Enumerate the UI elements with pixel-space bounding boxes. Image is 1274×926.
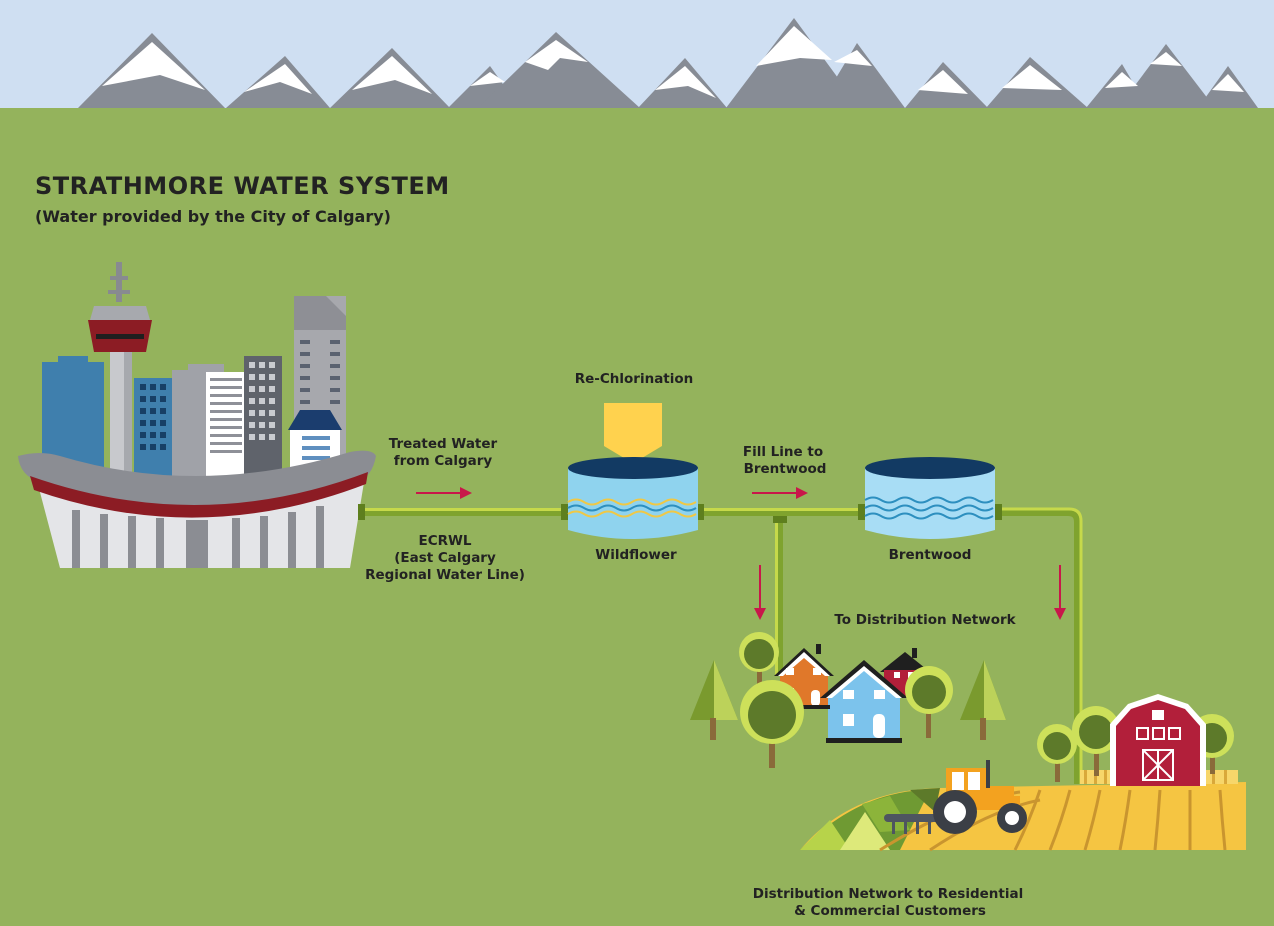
ecrwl-label-line3: Regional Water Line) bbox=[365, 567, 525, 583]
flow-arrow bbox=[416, 487, 472, 499]
fill-line-label-line1: Fill Line to bbox=[743, 444, 823, 460]
brentwood-distribution-pipe bbox=[995, 504, 1083, 784]
to-distribution-label: To Distribution Network bbox=[834, 612, 1016, 628]
brentwood-label: Brentwood bbox=[889, 547, 972, 563]
barn-icon bbox=[1037, 694, 1238, 786]
brentwood-tank-icon bbox=[864, 457, 995, 539]
rechlorination-label: Re-Chlorination bbox=[575, 371, 694, 387]
treated-water-label-line2: from Calgary bbox=[394, 453, 493, 469]
down-arrow-houses bbox=[754, 565, 766, 620]
fill-line-pipe bbox=[697, 504, 865, 676]
ecrwl-label-line2: (East Calgary bbox=[394, 550, 496, 566]
down-arrow-farm bbox=[1054, 565, 1066, 620]
tractor-icon bbox=[884, 760, 1027, 834]
ecrwl-pipe bbox=[358, 504, 568, 520]
page-subtitle: (Water provided by the City of Calgary) bbox=[35, 207, 391, 226]
wildflower-label: Wildflower bbox=[595, 547, 677, 563]
treated-water-label-line1: Treated Water bbox=[389, 436, 498, 452]
ecrwl-label-line1: ECRWL bbox=[418, 533, 471, 549]
page-title: STRATHMORE WATER SYSTEM bbox=[35, 172, 450, 200]
fill-line-arrow bbox=[752, 487, 808, 499]
distribution-label-line1: Distribution Network to Residential bbox=[753, 886, 1023, 902]
wildflower-tank-icon bbox=[567, 457, 698, 539]
distribution-label-line2: & Commercial Customers bbox=[794, 903, 986, 919]
city-skyline-icon bbox=[18, 262, 376, 568]
mountains bbox=[78, 18, 1258, 108]
fill-line-label-line2: Brentwood bbox=[744, 461, 827, 477]
houses-icon bbox=[690, 632, 1006, 768]
